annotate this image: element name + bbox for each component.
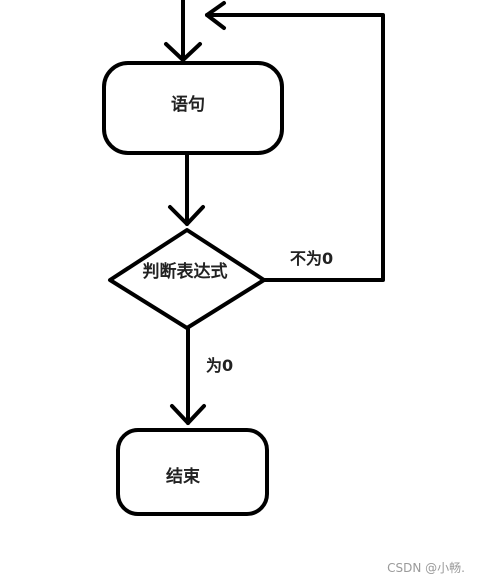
condition-to-end-arrowhead (170, 404, 206, 425)
loop-back-arrowhead (205, 1, 226, 30)
loop-back-line (205, 13, 385, 282)
condition-label: 判断表达式 (143, 261, 228, 282)
watermark: CSDN @小畅. (387, 561, 465, 575)
statement-label: 语句 (171, 94, 205, 115)
end-box (116, 428, 269, 516)
statement-to-condition-arrowhead (168, 205, 205, 226)
not-zero-label: 不为0 (290, 249, 333, 268)
zero-label: 为0 (206, 356, 233, 375)
entry-arrowhead (164, 42, 202, 62)
statement-box (102, 61, 284, 155)
end-label: 结束 (166, 466, 200, 487)
